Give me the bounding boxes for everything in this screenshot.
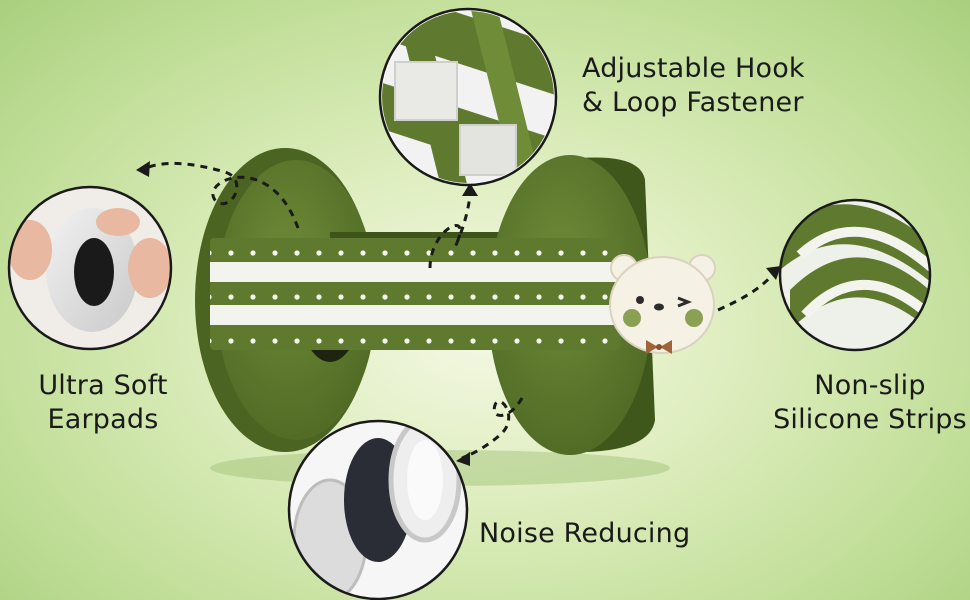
earpads-label: Ultra Soft Earpads [28, 369, 178, 437]
silicone-strip [210, 305, 620, 325]
hook-loop-label-line2: & Loop Fastener [582, 87, 804, 118]
strips-label: Non-slip Silicone Strips [770, 369, 970, 437]
strips-label-line2: Silicone Strips [773, 404, 967, 435]
earpad-closeup [7, 185, 173, 351]
silicone-strip [210, 262, 620, 282]
earpads-label-line1: Ultra Soft [38, 370, 168, 401]
earpads-label-line2: Earpads [47, 404, 159, 435]
bear-face-icon [609, 254, 716, 354]
headband [210, 238, 620, 350]
noise-label: Noise Reducing [479, 517, 690, 551]
hook-loop-closeup [378, 7, 558, 187]
noise-label-line1: Noise Reducing [479, 518, 691, 549]
noise-reducing-closeup [287, 419, 469, 600]
hook-loop-label: Adjustable Hook & Loop Fastener [582, 52, 805, 120]
hook-loop-label-line1: Adjustable Hook [582, 53, 805, 84]
strips-label-line1: Non-slip [814, 370, 926, 401]
callout-arrows [141, 162, 777, 460]
silicone-strips-closeup [778, 198, 932, 352]
bow-tie-icon [646, 340, 672, 354]
arrowheads [136, 161, 781, 466]
